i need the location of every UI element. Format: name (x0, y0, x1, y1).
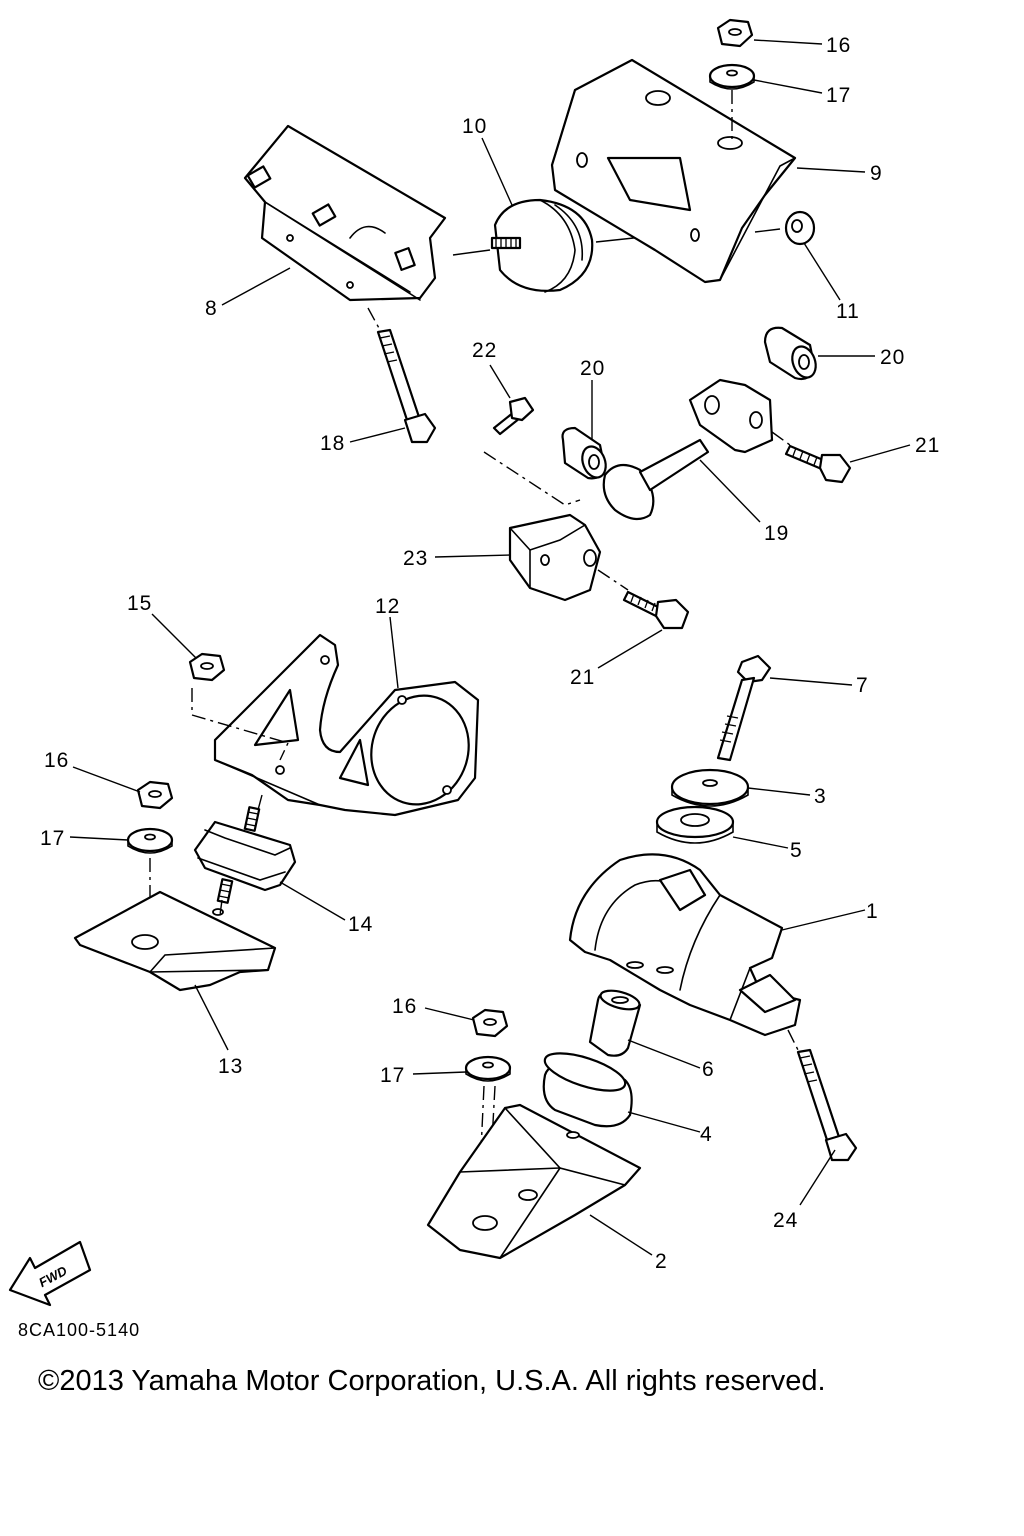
callout-21-upper: 21 (915, 434, 940, 457)
callout-14: 14 (348, 913, 373, 936)
callout-17-top: 17 (826, 84, 851, 107)
part-18-long-bolt (376, 328, 437, 444)
part-16-nut-top (716, 18, 754, 48)
callout-24: 24 (773, 1209, 798, 1232)
part-16-nut-left (136, 780, 174, 810)
callout-16-left: 16 (44, 749, 69, 772)
callout-13: 13 (218, 1055, 243, 1078)
part-6-collar (588, 989, 642, 1057)
callout-21-lower: 21 (570, 666, 595, 689)
part-8-front-bracket (243, 124, 447, 302)
callout-1: 1 (866, 900, 879, 923)
part-17-washer-bottom (464, 1055, 512, 1082)
callout-10: 10 (462, 115, 487, 138)
callout-17-left: 17 (40, 827, 65, 850)
part-1-rear-bracket (568, 853, 802, 1037)
callout-17-bottom: 17 (380, 1064, 405, 1087)
part-19-torque-rod (602, 378, 774, 521)
part-20-bushing-right (763, 326, 817, 381)
callout-2: 2 (655, 1250, 668, 1273)
callout-5: 5 (790, 839, 803, 862)
callout-23: 23 (403, 547, 428, 570)
part-3-washer (670, 768, 750, 807)
callout-8: 8 (205, 297, 218, 320)
callout-9: 9 (870, 162, 883, 185)
part-24-long-bolt (796, 1048, 858, 1162)
callout-19: 19 (764, 522, 789, 545)
part-20-bushing-left (561, 426, 607, 480)
callout-4: 4 (700, 1123, 713, 1146)
leader-lines (69, 39, 911, 1256)
callout-22: 22 (472, 339, 497, 362)
callout-18: 18 (320, 432, 345, 455)
callout-labels: 16 17 9 10 11 8 18 22 20 20 21 19 23 21 … (40, 34, 940, 1273)
part-11-collar (784, 210, 816, 246)
callout-7: 7 (856, 674, 869, 697)
part-5-cushion (655, 805, 735, 844)
callout-20-left: 20 (580, 357, 605, 380)
callout-16-top: 16 (826, 34, 851, 57)
part-13-lower-left-bracket (73, 890, 277, 992)
part-14-mount-rubber (193, 806, 297, 904)
part-15-nut (188, 652, 226, 682)
part-12-large-bracket (213, 633, 480, 817)
copyright-notice: ©2013 Yamaha Motor Corporation, U.S.A. A… (38, 1365, 826, 1397)
callout-12: 12 (375, 595, 400, 618)
part-21-bolt-lower (622, 590, 690, 630)
callout-6: 6 (702, 1058, 715, 1081)
callout-3: 3 (814, 785, 827, 808)
part-21-bolt-upper (784, 444, 852, 484)
fwd-arrow-icon: FWD (8, 1240, 92, 1307)
part-23-small-bracket (508, 513, 602, 602)
catalog-code: 8CA100-5140 (18, 1320, 141, 1340)
callout-15: 15 (127, 592, 152, 615)
callout-20-right: 20 (880, 346, 905, 369)
callout-11: 11 (836, 300, 860, 323)
part-17-washer-left (126, 827, 174, 854)
part-17-washer-top (708, 63, 756, 90)
part-16-nut-bottom (471, 1008, 509, 1038)
callout-16-bottom: 16 (392, 995, 417, 1018)
part-4-damper (542, 1052, 633, 1128)
part-9-upper-bracket (550, 58, 797, 284)
part-7-bolt (716, 654, 772, 762)
part-22-small-bolt (492, 396, 535, 436)
part-2-lower-bracket (426, 1103, 642, 1260)
